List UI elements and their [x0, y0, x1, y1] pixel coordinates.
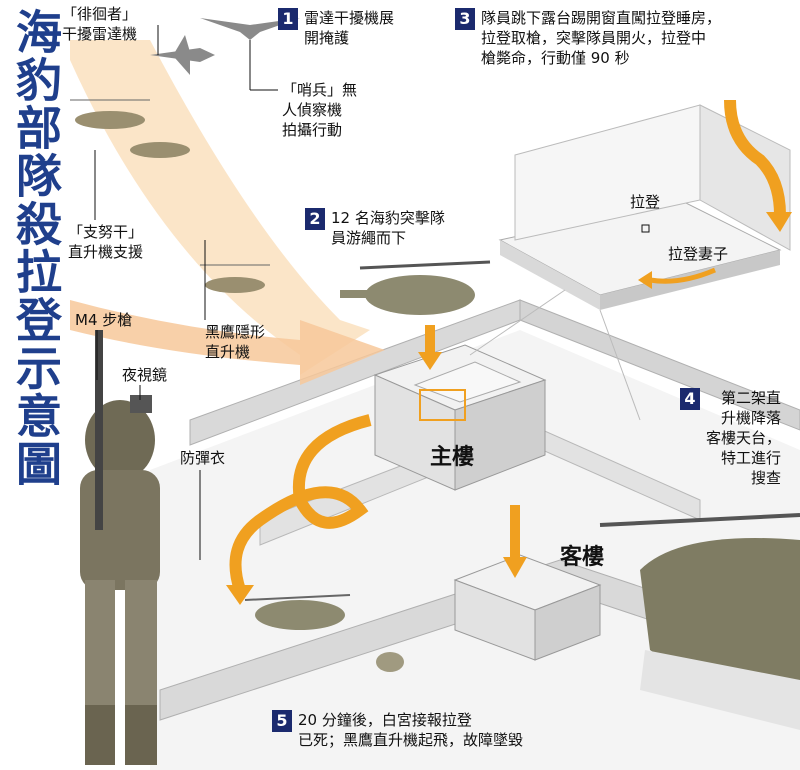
bedroom-base [500, 240, 600, 310]
label-blackhawk-line-1: 黑鷹隱形 [205, 323, 266, 341]
label-main-building: 主樓 [430, 445, 475, 470]
flight-path-arrow [70, 300, 385, 385]
step-4: 4 第二架直 升機降落 客樓天台， 特工進行 搜查 [680, 388, 781, 488]
label-sentinel-line-1: 「哨兵」無 [282, 81, 358, 99]
sentinel-drone [200, 18, 300, 40]
label-nightvision: 夜視鏡 [122, 366, 168, 384]
step-3: 3 隊員跳下露台踢開窗直闖拉登睡房， 拉登取槍，突擊隊員開火，拉登中 槍斃命，行… [455, 8, 721, 68]
step-3-line-3: 槍斃命，行動僅 90 秒 [481, 49, 630, 67]
takeoff-arrow [229, 414, 372, 592]
cutaway-line [469, 289, 566, 356]
step-4-line-2: 升機降落 [721, 409, 782, 427]
seal-soldier [80, 330, 160, 765]
descent-arrow-guest-head [503, 557, 527, 578]
step-4-line-5: 搜查 [751, 469, 782, 487]
bedroom-entry-arrow-head [766, 212, 792, 232]
shot-arrow [649, 267, 716, 284]
label-sentinel-line-3: 拍攝行動 [282, 121, 343, 139]
label-sentinel: 「哨兵」無 人偵察機 拍攝行動 [282, 80, 357, 140]
label-chinook-line-1: 「支努干」 [68, 223, 144, 241]
takeoff-arrow-head [226, 585, 254, 605]
wanderer-plane [150, 35, 215, 75]
flight-path-band [70, 40, 370, 375]
step-3-badge: 3 [455, 8, 475, 30]
step-2-line-2: 員游繩而下 [331, 229, 407, 247]
outer-wall-right [519, 299, 800, 431]
step-1: 1 雷達干擾機展 開掩護 [278, 8, 394, 48]
step-4-badge: 4 [680, 388, 700, 410]
label-blackhawk-line-2: 直升機 [205, 343, 251, 361]
label-sentinel-line-2: 人偵察機 [282, 101, 343, 119]
blackhawk-main [340, 260, 491, 315]
label-blackhawk: 黑鷹隱形 直升機 [205, 322, 265, 362]
second-helicopter [599, 513, 800, 730]
highlight-box [419, 389, 466, 421]
step-1-line-1: 雷達干擾機展 [304, 9, 395, 27]
chinook-2 [130, 142, 190, 158]
step-4-line-1: 第二架直 [721, 389, 782, 407]
step-4-line-3: 客樓天台， [706, 429, 782, 447]
step-2-badge: 2 [305, 208, 325, 230]
label-wanderer: 「徘徊者」 干擾雷達機 [62, 4, 137, 44]
label-wanderer-line-1: 「徘徊者」 [62, 5, 138, 23]
step-2: 2 12 名海豹突擊隊 員游繩而下 [305, 208, 445, 248]
label-bin-laden: 拉登 [630, 193, 661, 211]
blackhawk-small [200, 264, 270, 293]
main-building-upper [413, 361, 522, 403]
step-5-badge: 5 [272, 710, 292, 732]
bin-laden-marker [641, 224, 650, 233]
guest-building-side [534, 584, 601, 661]
bedroom-entry-arrow [724, 99, 786, 216]
label-vest: 防彈衣 [180, 449, 226, 467]
step-5: 5 20 分鐘後，白宮接報拉登 已死；黑鷹直升機起飛，故障墜毀 [272, 710, 523, 750]
step-3-line-1: 隊員跳下露台踢開窗直闖拉登睡房， [481, 9, 722, 27]
step-4-line-4: 特工進行 [721, 449, 782, 467]
label-m4: M4 步槍 [75, 311, 133, 329]
label-wanderer-line-2: 干擾雷達機 [62, 25, 138, 43]
main-building-side [454, 379, 546, 491]
step-5-line-2: 已死；黑鷹直升機起飛，故障墜毀 [298, 731, 524, 749]
page-title: 海豹部隊殺拉登示意圖 [9, 8, 63, 488]
outer-wall-bottom [159, 559, 800, 721]
step-5-line-1: 20 分鐘後，白宮接報拉登 [298, 711, 472, 729]
cutaway-line-2 [599, 309, 641, 421]
step-3-line-2: 拉登取槍，突擊隊員開火，拉登中 [481, 29, 707, 47]
step-1-badge: 1 [278, 8, 298, 30]
label-guest-building: 客樓 [560, 545, 605, 570]
descent-arrow-main-head [418, 352, 442, 370]
label-wife: 拉登妻子 [668, 245, 729, 263]
step-1-line-2: 開掩護 [304, 29, 350, 47]
label-chinook: 「支努干」 直升機支援 [68, 222, 143, 262]
blackhawk-crashed [244, 594, 404, 672]
label-chinook-line-2: 直升機支援 [68, 243, 144, 261]
step-2-line-1: 12 名海豹突擊隊 [331, 209, 445, 227]
shot-arrow-head [638, 271, 652, 289]
chinook-1 [70, 99, 150, 129]
